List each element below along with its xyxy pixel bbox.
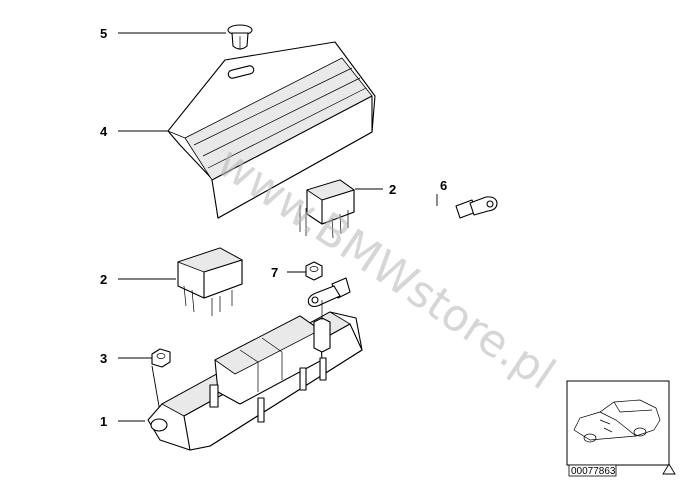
part-2-lower-clip — [176, 247, 244, 316]
part-3-nut — [151, 348, 171, 368]
thumbnail-ref-number: 00077863 — [571, 466, 616, 477]
callout-2-lower: 2 — [100, 272, 107, 287]
callout-5: 5 — [100, 26, 107, 41]
car-thumbnail-icon — [573, 399, 661, 443]
part-7-nut — [305, 261, 323, 281]
callout-3: 3 — [100, 351, 107, 366]
part-2-upper-clip — [299, 179, 355, 239]
triangle-icon — [662, 463, 676, 475]
thumbnail-box: 00077863 — [566, 380, 676, 477]
callout-4: 4 — [100, 124, 108, 139]
leader-lines — [118, 32, 438, 422]
part-4-cover — [167, 41, 376, 219]
part-5-push-rivet — [227, 24, 253, 50]
callout-1: 1 — [100, 414, 107, 429]
part-6-cable — [307, 196, 498, 308]
part-1-fuse-carrier — [147, 300, 363, 451]
callout-6: 6 — [440, 178, 447, 193]
callout-7: 7 — [271, 265, 278, 280]
callout-2-upper: 2 — [389, 182, 396, 197]
